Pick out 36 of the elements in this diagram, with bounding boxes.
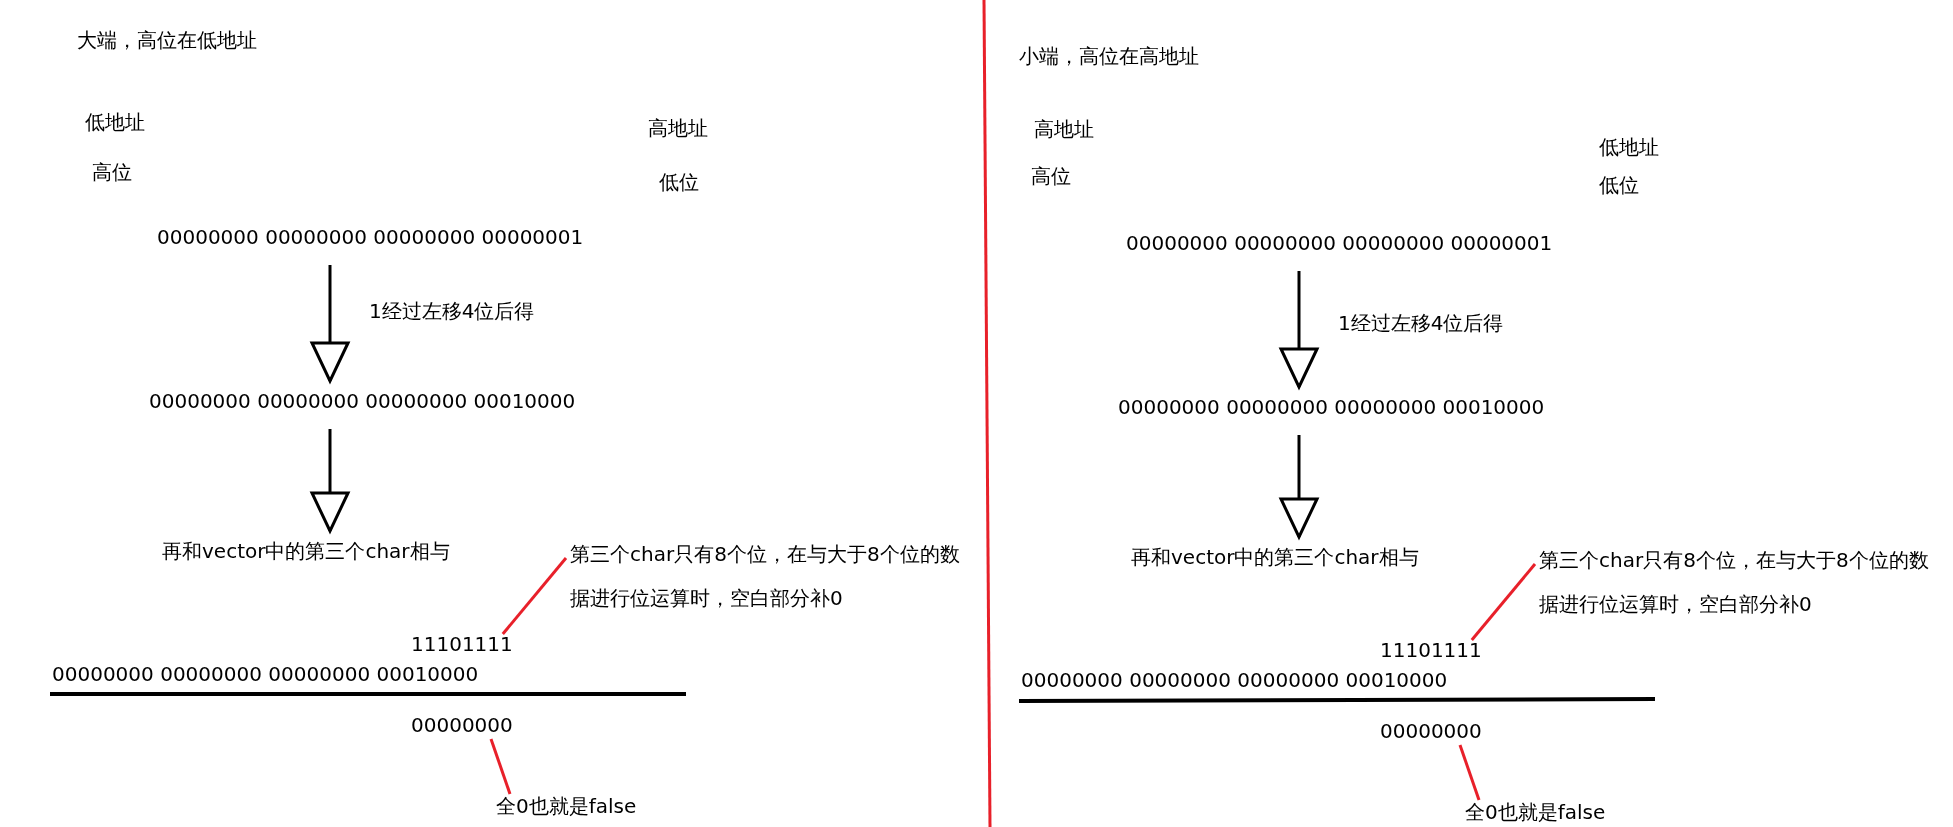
- bit-label: 低位: [1599, 173, 1639, 197]
- binary-number: 00000000 00000000 00000000 00010000: [1118, 395, 1545, 419]
- binary-number: 00000000 00000000 00000000 00010000: [149, 389, 576, 413]
- binary-number: 11101111: [411, 632, 513, 656]
- binary-number: 11101111: [1380, 638, 1482, 662]
- binary-number: 00000000 00000000 00000000 00010000: [52, 662, 479, 686]
- down-arrow: [1279, 435, 1319, 539]
- down-arrow: [310, 429, 350, 533]
- heading: 大端，高位在低地址: [77, 28, 257, 52]
- address-label: 低地址: [1599, 135, 1659, 159]
- step-text: 再和vector中的第三个char相与: [1131, 545, 1419, 569]
- step-text: 再和vector中的第三个char相与: [162, 539, 450, 563]
- bit-label: 低位: [659, 170, 699, 194]
- binary-number: 00000000: [1380, 719, 1482, 743]
- address-label: 高地址: [1034, 117, 1094, 141]
- leader-line: [1458, 744, 1481, 801]
- result-text: 全0也就是false: [1465, 800, 1606, 824]
- leader-line: [1470, 563, 1537, 641]
- note-text: 第三个char只有8个位，在与大于8个位的数据进行位运算时，空白部分补0: [1539, 538, 1939, 626]
- result-text: 全0也就是false: [496, 794, 637, 818]
- edge-label: 1经过左移4位后得: [369, 299, 535, 323]
- leader-line: [489, 738, 512, 795]
- bit-label: 高位: [92, 160, 132, 184]
- binary-number: 00000000: [411, 713, 513, 737]
- binary-number: 00000000 00000000 00000000 00000001: [157, 225, 584, 249]
- edge-label: 1经过左移4位后得: [1338, 311, 1504, 335]
- binary-number: 00000000 00000000 00000000 00000001: [1126, 231, 1553, 255]
- binary-number: 00000000 00000000 00000000 00010000: [1021, 668, 1448, 692]
- address-label: 高地址: [648, 116, 708, 140]
- note-text: 第三个char只有8个位，在与大于8个位的数据进行位运算时，空白部分补0: [570, 532, 970, 620]
- down-arrow: [310, 265, 350, 383]
- leader-line: [501, 557, 568, 635]
- heading: 小端，高位在高地址: [1019, 44, 1199, 68]
- address-label: 低地址: [85, 110, 145, 134]
- down-arrow: [1279, 271, 1319, 389]
- bit-label: 高位: [1031, 164, 1071, 188]
